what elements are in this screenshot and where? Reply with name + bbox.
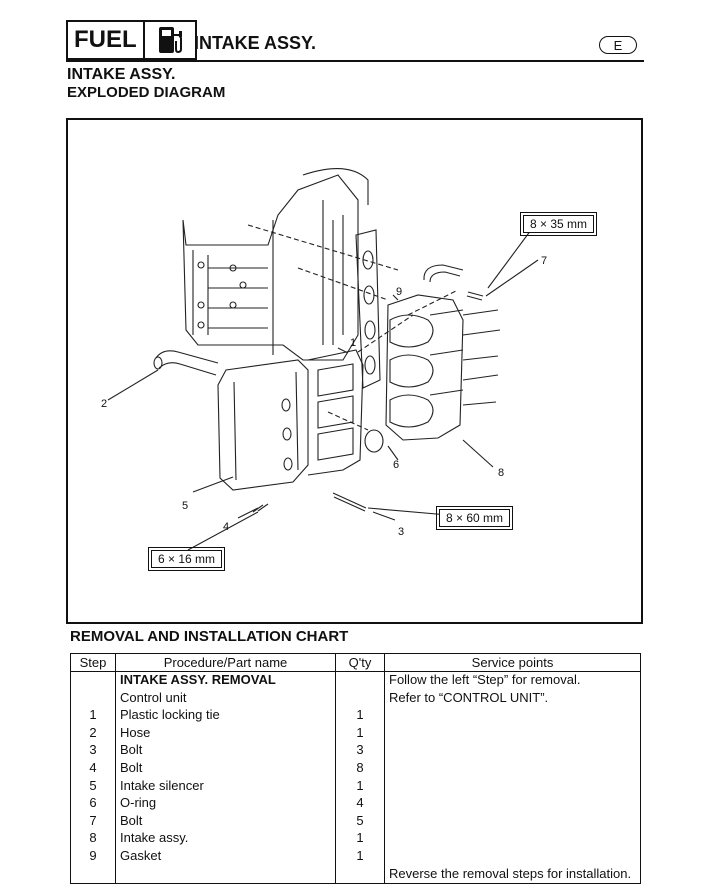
row-step: 5 (70, 777, 116, 796)
row-service-points (384, 847, 641, 866)
header-procedure: Procedure/Part name (115, 653, 336, 672)
row-step: 3 (70, 742, 116, 760)
callout-1: 1 (350, 337, 357, 349)
row-service-points: Reverse the removal steps for installati… (384, 865, 641, 885)
spec-bolt-7: 8 × 35 mm (519, 212, 598, 236)
row-service-points (384, 759, 641, 778)
row-service-points (384, 812, 641, 831)
callout-5: 5 (182, 500, 189, 512)
section-subtitle: EXPLODED DIAGRAM (67, 84, 226, 101)
exploded-diagram: 1 2 3 4 5 6 7 8 9 8 × 35 mm 8 × 60 mm 6 … (66, 118, 643, 624)
row-qty: 8 (335, 759, 385, 778)
row-step (70, 671, 116, 690)
row-part-name: Bolt (115, 759, 336, 778)
row-part-name: O-ring (115, 795, 336, 813)
section-title: INTAKE ASSY. (67, 66, 176, 83)
fuel-pump-icon (145, 22, 195, 58)
callout-3: 3 (398, 526, 405, 538)
callout-7: 7 (541, 255, 548, 267)
row-service-points (384, 742, 641, 760)
row-step: 1 (70, 707, 116, 725)
row-step (70, 689, 116, 708)
header-step: Step (70, 653, 116, 672)
row-qty: 1 (335, 847, 385, 866)
table-row: Reverse the removal steps for installati… (70, 865, 641, 885)
callout-4: 4 (223, 521, 230, 533)
row-part-name: Bolt (115, 742, 336, 760)
diagram-drawing (107, 168, 539, 551)
row-step: 7 (70, 812, 116, 831)
language-badge: E (599, 36, 637, 54)
row-step: 4 (70, 759, 116, 778)
chart-title: REMOVAL AND INSTALLATION CHART (70, 628, 349, 645)
row-qty: 4 (335, 795, 385, 813)
row-qty (335, 671, 385, 690)
row-qty (335, 865, 385, 885)
row-part-name: INTAKE ASSY. REMOVAL (115, 671, 336, 690)
spec-bolt-3: 8 × 60 mm (435, 506, 514, 530)
row-service-points (384, 777, 641, 796)
row-part-name (115, 865, 336, 885)
section-label: FUEL (68, 22, 145, 58)
callout-9: 9 (396, 286, 403, 298)
table-row: INTAKE ASSY. REMOVAL Follow the left “Ste… (70, 671, 641, 690)
row-step (70, 865, 116, 885)
row-service-points: Refer to “CONTROL UNIT”. (384, 689, 641, 708)
row-part-name: Plastic locking tie (115, 707, 336, 725)
header-divider (66, 60, 644, 62)
row-part-name: Gasket (115, 847, 336, 866)
row-step: 2 (70, 724, 116, 743)
row-service-points (384, 830, 641, 848)
row-part-name: Bolt (115, 812, 336, 831)
row-qty (335, 689, 385, 708)
row-step: 9 (70, 847, 116, 866)
row-qty: 3 (335, 742, 385, 760)
row-service-points: Follow the left “Step” for removal. (384, 671, 641, 690)
section-badge: FUEL (66, 20, 197, 60)
row-part-name: Hose (115, 724, 336, 743)
header-qty: Q'ty (335, 653, 385, 672)
row-part-name: Control unit (115, 689, 336, 708)
removal-installation-table: Step Procedure/Part name Q'ty Service po… (70, 653, 641, 885)
header-service: Service points (384, 653, 641, 672)
callout-8: 8 (498, 467, 505, 479)
row-step: 6 (70, 795, 116, 813)
callout-6: 6 (393, 459, 400, 471)
row-qty: 1 (335, 777, 385, 796)
page-header-title: INTAKE ASSY. (194, 33, 317, 53)
row-service-points (384, 707, 641, 725)
row-part-name: Intake assy. (115, 830, 336, 848)
row-service-points (384, 724, 641, 743)
row-qty: 1 (335, 724, 385, 743)
row-qty: 5 (335, 812, 385, 831)
row-step: 8 (70, 830, 116, 848)
table-header-row: Step Procedure/Part name Q'ty Service po… (70, 653, 641, 672)
row-qty: 1 (335, 830, 385, 848)
row-service-points (384, 795, 641, 813)
row-qty: 1 (335, 707, 385, 725)
callout-2: 2 (101, 398, 108, 410)
spec-bolt-4: 6 × 16 mm (147, 547, 226, 571)
row-part-name: Intake silencer (115, 777, 336, 796)
table-row: Control unit Refer to “CONTROL UNIT”. (70, 689, 641, 708)
